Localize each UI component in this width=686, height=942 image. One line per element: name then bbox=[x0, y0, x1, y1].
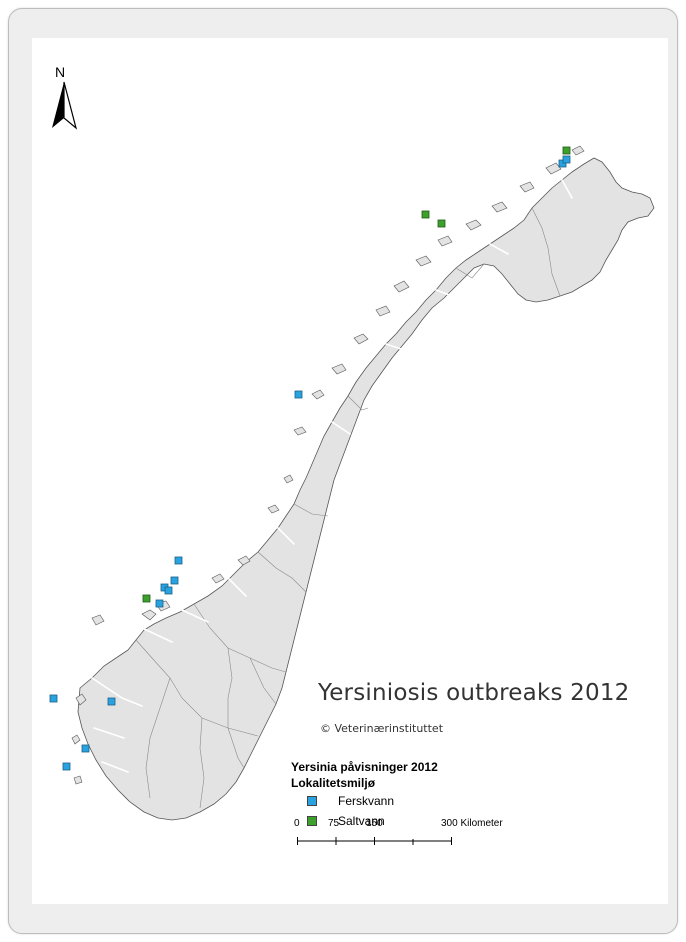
marker-ferskvann[interactable] bbox=[81, 744, 90, 753]
scale-bar: 0 75 150 300 Kilometer bbox=[292, 818, 503, 848]
saltvann-markers bbox=[142, 146, 571, 603]
marker-ferskvann[interactable] bbox=[562, 155, 571, 164]
marker-ferskvann[interactable] bbox=[558, 159, 567, 168]
copyright-text: © Veterinærinstituttet bbox=[320, 722, 444, 735]
scale-label-300: 300 Kilometer bbox=[441, 818, 503, 829]
scale-label-75: 75 bbox=[328, 818, 340, 829]
marker-ferskvann[interactable] bbox=[294, 390, 303, 399]
marker-ferskvann[interactable] bbox=[174, 556, 183, 565]
north-label: N bbox=[55, 64, 66, 80]
marker-ferskvann[interactable] bbox=[107, 697, 116, 706]
marker-saltvann[interactable] bbox=[142, 594, 151, 603]
marker-ferskvann[interactable] bbox=[155, 599, 164, 608]
legend-subheading: Lokalitetsmiljø bbox=[291, 776, 376, 790]
scale-label-0: 0 bbox=[294, 818, 300, 829]
marker-saltvann[interactable] bbox=[562, 146, 571, 155]
marker-ferskvann[interactable] bbox=[49, 694, 58, 703]
legend-item-ferskvann: Ferskvann bbox=[307, 791, 438, 811]
scale-line bbox=[297, 837, 452, 845]
square-swatch-icon bbox=[307, 816, 317, 826]
map-legend: Yersinia påvisninger 2012 Lokalitetsmilj… bbox=[291, 759, 438, 831]
norway-mainland bbox=[77, 157, 655, 821]
north-arrow-icon bbox=[52, 81, 78, 130]
marker-ferskvann[interactable] bbox=[164, 586, 173, 595]
county-borders bbox=[135, 207, 561, 809]
norway-map bbox=[49, 145, 655, 821]
scale-label-150: 150 bbox=[366, 818, 383, 829]
legend-heading: Yersinia påvisninger 2012 bbox=[291, 760, 438, 774]
legend-item-label: Ferskvann bbox=[338, 794, 395, 808]
marker-ferskvann[interactable] bbox=[170, 576, 179, 585]
coastal-islands bbox=[71, 145, 585, 785]
ferskvann-markers bbox=[49, 155, 571, 771]
map-title: Yersiniosis outbreaks 2012 bbox=[318, 680, 630, 706]
marker-saltvann[interactable] bbox=[421, 210, 430, 219]
fjords bbox=[91, 179, 573, 773]
marker-ferskvann[interactable] bbox=[62, 762, 71, 771]
map-panel bbox=[32, 38, 668, 904]
legend-item-saltvann: Saltvann bbox=[307, 811, 438, 831]
legend-item-label: Saltvann bbox=[338, 814, 385, 828]
square-swatch-icon bbox=[307, 796, 317, 806]
marker-saltvann[interactable] bbox=[437, 219, 446, 228]
